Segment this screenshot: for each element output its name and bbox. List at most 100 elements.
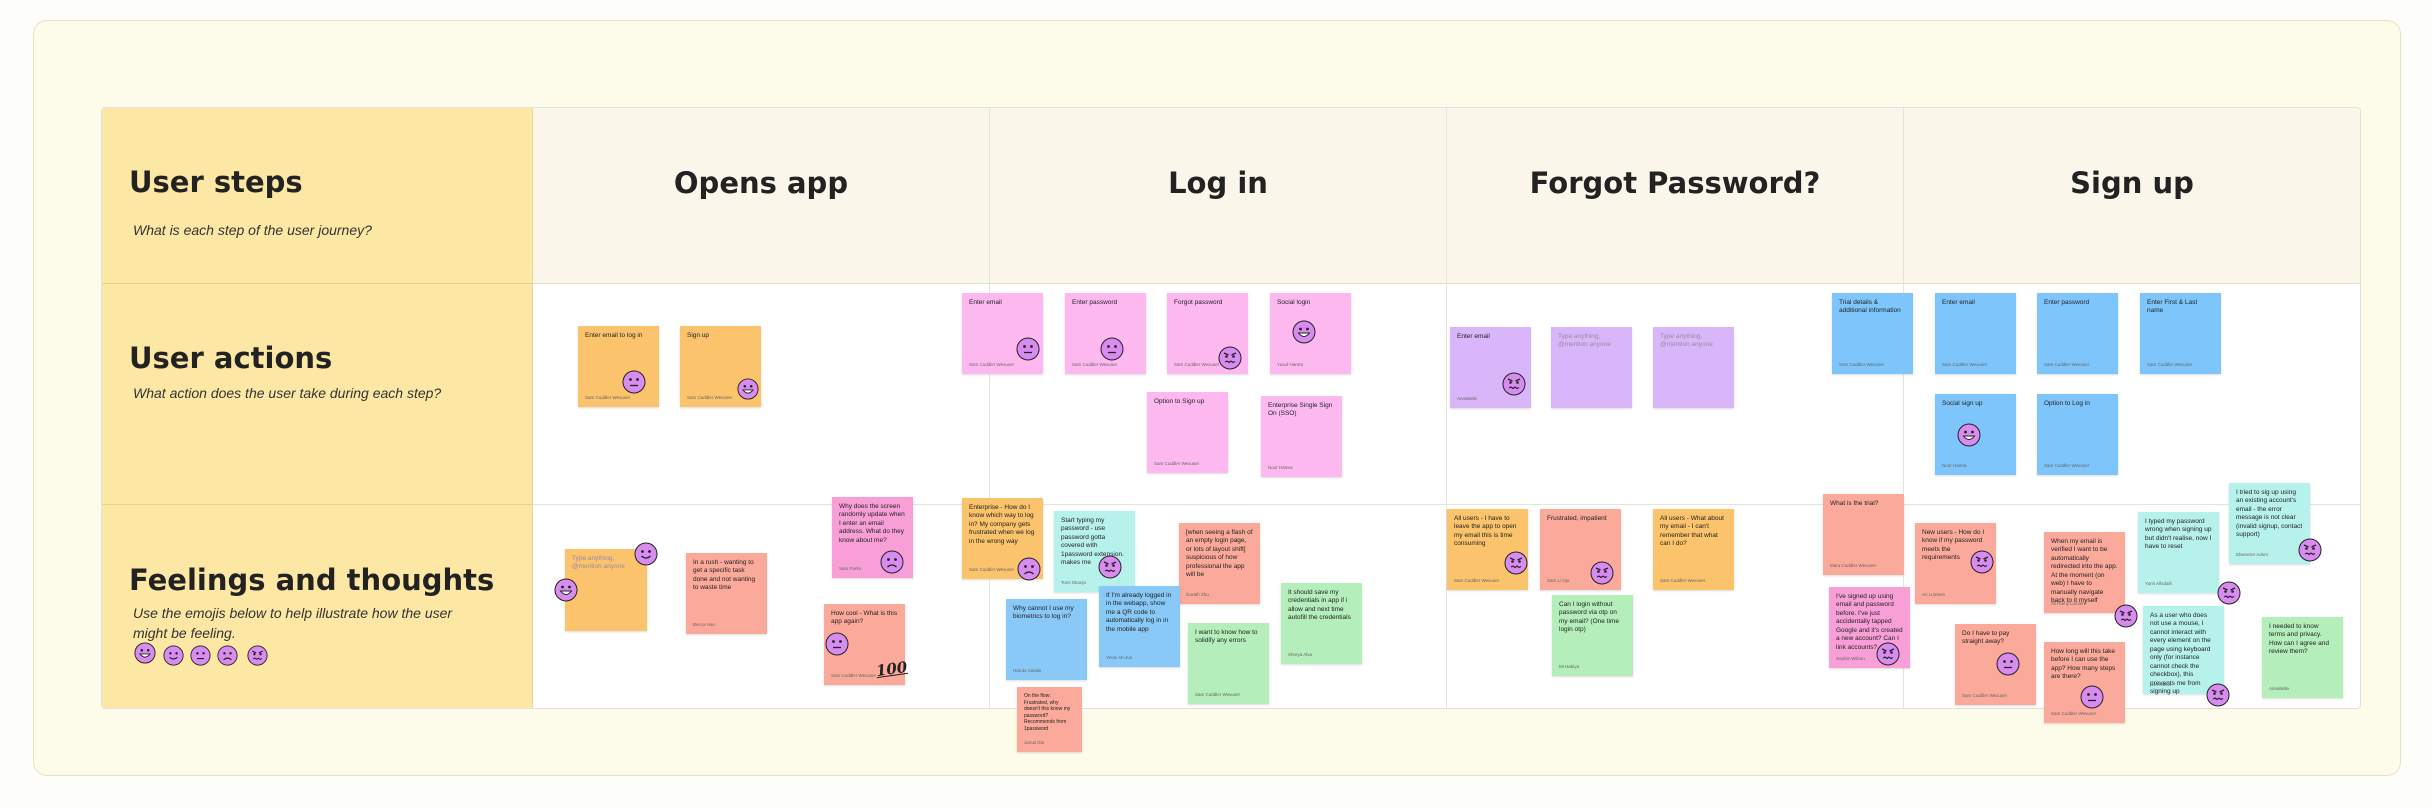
- angry-icon[interactable]: [1502, 372, 1526, 396]
- neutral-icon[interactable]: [1100, 337, 1124, 361]
- sticky-note[interactable]: What is the trial?Mara Cuddler Wexuser: [1823, 494, 1904, 575]
- sticky-note[interactable]: Type anything, @mention anyone: [565, 549, 647, 631]
- sticky-author: Sam Cuddler Wexuser: [1942, 362, 1988, 368]
- sticky-author: Sam Cuddler Wexuser: [1072, 362, 1118, 368]
- sticky-note[interactable]: I've signed up using email and password …: [1829, 587, 1910, 668]
- sticky-author: Tomi Okonjo: [1061, 580, 1087, 586]
- sticky-text: Enter First & Last name: [2147, 299, 2198, 315]
- sticky-author: Becca Han: [693, 622, 716, 628]
- smile-icon[interactable]: [634, 542, 658, 566]
- neutral-icon[interactable]: [825, 632, 849, 656]
- sticky-author: Noor Hamra: [1268, 465, 1293, 471]
- grin-icon[interactable]: [1292, 320, 1316, 344]
- sticky-placeholder: Type anything, @mention anyone: [1558, 333, 1611, 349]
- sticky-note[interactable]: Do I have to pay straight away?Sam Cuddl…: [1955, 624, 2036, 705]
- column-divider: [989, 108, 990, 708]
- sticky-author: Sam Cuddler Wexuser: [2044, 463, 2090, 469]
- sticky-author: Ari Lumiere: [1922, 592, 1946, 598]
- row-subtitle-user-actions: What action does the user take during ea…: [133, 385, 442, 401]
- sticky-note[interactable]: Enterprise Single Sign On (SSO) Noor Hamr…: [1261, 396, 1342, 477]
- sticky-note[interactable]: All users - What about my email - I can'…: [1653, 509, 1734, 590]
- sticky-note[interactable]: If I'm already logged in in the webapp, …: [1099, 586, 1180, 667]
- sticky-text: Enterprise Single Sign On (SSO): [1268, 402, 1333, 418]
- sticky-note[interactable]: I tried to sig up using an existing acco…: [2229, 483, 2310, 564]
- neutral-icon[interactable]: [1996, 652, 2020, 676]
- smile-icon[interactable]: [163, 645, 184, 666]
- sticky-note[interactable]: I needed to know terms and privacy. How …: [2262, 617, 2343, 698]
- sticky-note[interactable]: Can I login without password via otp on …: [1552, 595, 1633, 676]
- sticky-text: Forgot password: [1174, 299, 1223, 306]
- sticky-note[interactable]: Type anything, @mention anyone: [1653, 327, 1734, 408]
- sticky-note[interactable]: [when seeing a flash of an empty login p…: [1179, 523, 1260, 604]
- sad-icon[interactable]: [1017, 557, 1041, 581]
- sticky-note[interactable]: Why cannot I use my biometrics to log in…: [1006, 599, 1087, 680]
- grin-icon[interactable]: [737, 378, 759, 400]
- sticky-author: Sam Parks: [839, 566, 862, 572]
- sticky-text: I typed my password wrong when signing u…: [2145, 518, 2212, 551]
- angry-icon[interactable]: [1970, 550, 1994, 574]
- angry-icon[interactable]: [2298, 538, 2322, 562]
- neutral-icon[interactable]: [2080, 685, 2104, 709]
- sticky-note[interactable]: In a rush - wanting to get a specific ta…: [686, 553, 767, 634]
- neutral-icon[interactable]: [622, 370, 646, 394]
- sticky-note[interactable]: On the flow: Frustrated, why doesn't thi…: [1017, 687, 1082, 752]
- angry-icon[interactable]: [1590, 561, 1614, 585]
- angry-icon[interactable]: [1098, 555, 1122, 579]
- sticky-text: What is the trial?: [1830, 500, 1879, 507]
- sticky-author: Sam Cuddler Wexuser: [969, 362, 1015, 368]
- angry-icon[interactable]: [2114, 604, 2138, 628]
- sticky-text: Why does the screen randomly update when…: [839, 503, 905, 544]
- sticky-author: Sam Cuddler Wexuser: [831, 673, 877, 679]
- grin-icon[interactable]: [1957, 423, 1981, 447]
- sticky-text: All users - What about my email - I can'…: [1660, 515, 1724, 548]
- sticky-note[interactable]: How long will this take before I can use…: [2044, 642, 2125, 723]
- sticky-note[interactable]: Type anything, @mention anyone: [1551, 327, 1632, 408]
- sticky-text: How long will this take before I can use…: [2051, 648, 2116, 681]
- sticky-note[interactable]: I typed my password wrong when signing u…: [2138, 512, 2219, 593]
- angry-icon[interactable]: [1218, 346, 1242, 370]
- sticky-text: Can I login without password via otp on …: [1559, 601, 1619, 634]
- sticky-author: Annabelle: [2269, 686, 2290, 692]
- sticky-text: I want to know how to solidify any error…: [1195, 629, 1258, 645]
- neutral-icon[interactable]: [190, 645, 211, 666]
- sticky-note[interactable]: As a user who does not use a mouse, I ca…: [2143, 606, 2224, 695]
- column-header-opens-app: Opens app: [673, 166, 849, 200]
- sad-icon[interactable]: [880, 550, 904, 574]
- sticky-note[interactable]: Start typing my password - use password …: [1054, 511, 1135, 592]
- angry-icon[interactable]: [2206, 683, 2230, 707]
- sticky-text: Enter email: [1457, 333, 1490, 340]
- angry-icon[interactable]: [1504, 551, 1528, 575]
- sticky-text: How cool - What is this app again?: [831, 610, 898, 626]
- sticky-text: When my email is verified I want to be a…: [2051, 538, 2118, 605]
- sticky-text: Enter password: [2044, 299, 2090, 306]
- sticky-text: Enter email: [1942, 299, 1975, 306]
- sticky-note[interactable]: I want to know how to solidify any error…: [1188, 623, 1269, 704]
- sticky-text: Enter email to log in: [585, 332, 643, 339]
- angry-icon[interactable]: [1876, 642, 1900, 666]
- sticky-note[interactable]: When my email is verified I want to be a…: [2044, 532, 2125, 613]
- sticky-note[interactable]: All users - I have to leave the app to o…: [1447, 509, 1528, 590]
- grin-icon[interactable]: [554, 578, 578, 602]
- angry-icon[interactable]: [247, 645, 268, 666]
- sticky-author: Sam Li Ojo: [1547, 578, 1570, 584]
- sticky-note[interactable]: It should save my credentials in app if …: [1281, 583, 1362, 664]
- sticky-text: Social sign up: [1942, 400, 1983, 407]
- angry-icon[interactable]: [2217, 581, 2241, 605]
- sticky-author: Yeoni Ah-Jun: [1106, 655, 1133, 661]
- grin-icon[interactable]: [134, 642, 156, 664]
- sticky-text: I've signed up using email and password …: [1836, 593, 1903, 651]
- neutral-icon[interactable]: [1016, 337, 1040, 361]
- sticky-author: Sam Cuddler Wexuser: [2147, 362, 2193, 368]
- sad-icon[interactable]: [217, 645, 238, 666]
- column-header-sign-up: Sign up: [2070, 166, 2194, 200]
- sticky-author: Shreya Alva: [1288, 652, 1313, 658]
